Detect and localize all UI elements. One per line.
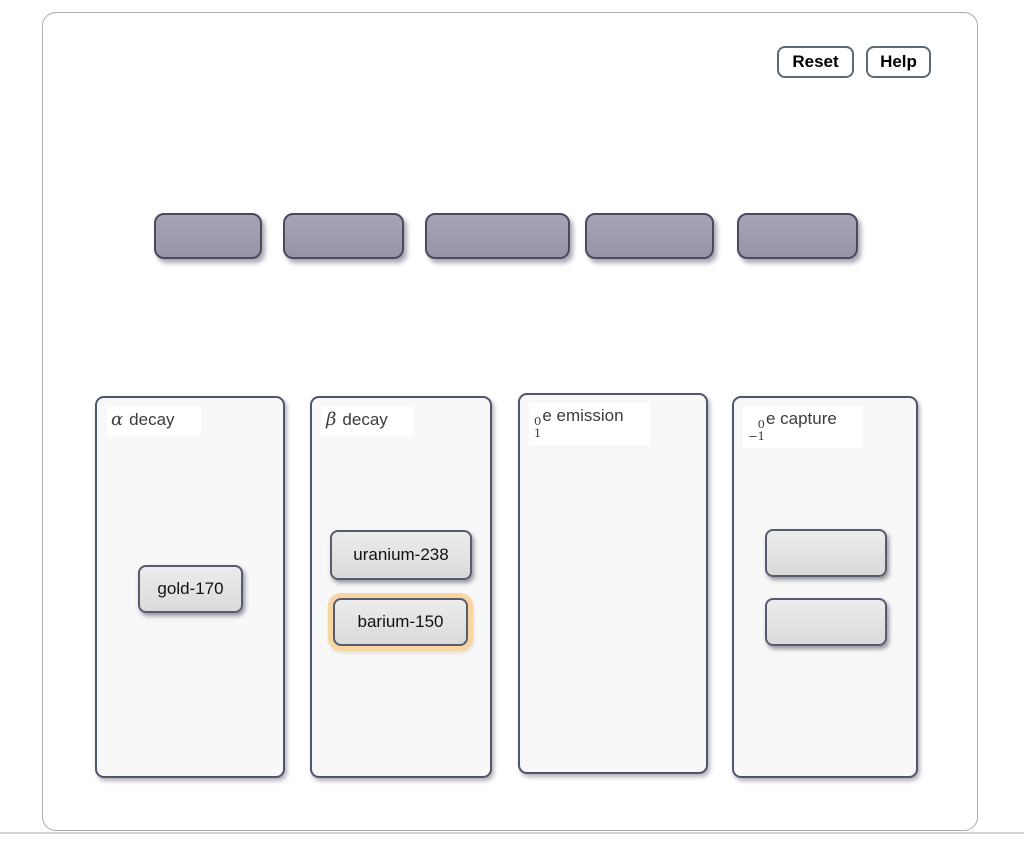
chip-uranium-238[interactable]: uranium-238: [330, 530, 472, 580]
chip-gold-170[interactable]: gold-170: [138, 565, 243, 613]
nuclide-notation: 0−1: [748, 417, 765, 444]
chip-barium-150[interactable]: barium-150: [333, 598, 468, 646]
beta-symbol: β: [326, 409, 337, 430]
blank-tile[interactable]: [154, 213, 262, 259]
chip-sodium-20[interactable]: [765, 529, 887, 577]
chip-sodium-26[interactable]: [765, 598, 887, 646]
page-bottom-divider: [0, 832, 1024, 834]
alpha-symbol: α: [111, 409, 124, 430]
reset-button[interactable]: Reset: [777, 46, 854, 78]
blank-tile[interactable]: [737, 213, 858, 259]
tile-row: [0, 213, 1024, 265]
blank-tile[interactable]: [283, 213, 404, 259]
help-button[interactable]: Help: [866, 46, 931, 78]
blank-tile[interactable]: [585, 213, 714, 259]
blank-tile[interactable]: [425, 213, 570, 259]
